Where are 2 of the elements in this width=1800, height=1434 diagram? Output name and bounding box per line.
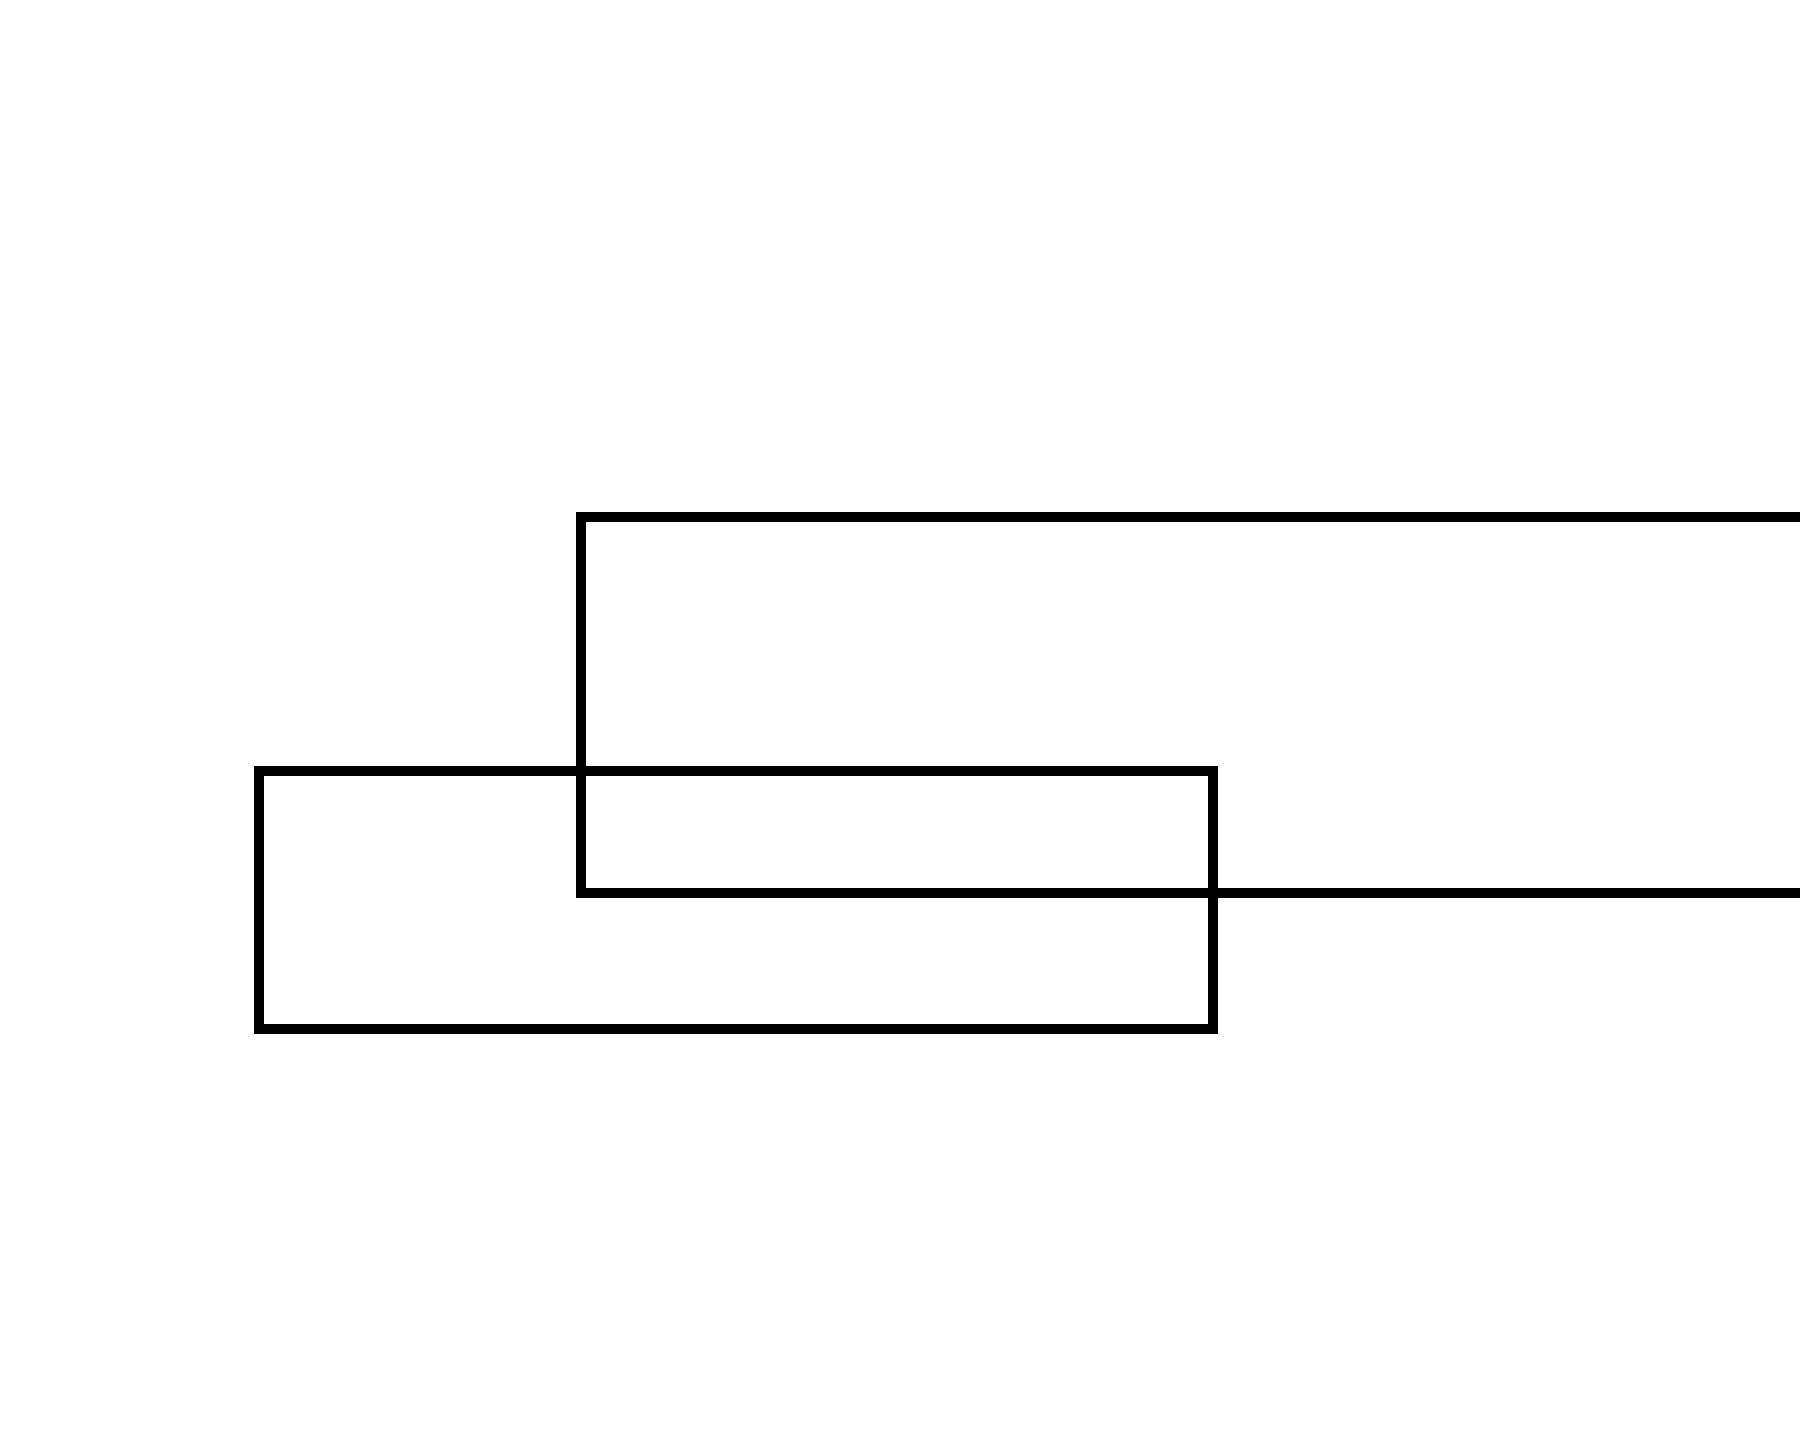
rectangle-outline (576, 512, 1800, 898)
rectangle-outline (254, 766, 1218, 1034)
